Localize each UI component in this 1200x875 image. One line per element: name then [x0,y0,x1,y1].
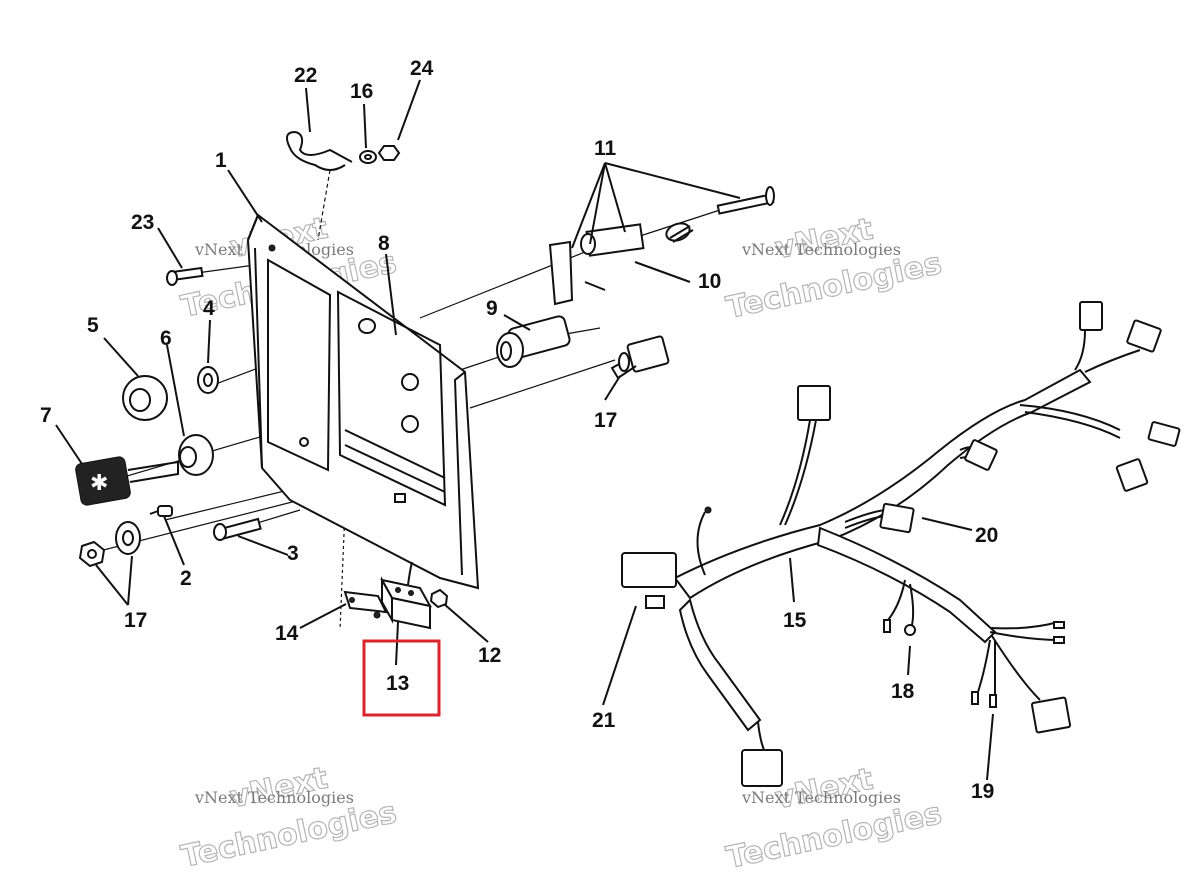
clip-part [285,130,353,171]
callout-20: 20 [975,524,998,547]
callout-6: 6 [160,327,172,350]
callout-3: 3 [287,542,299,565]
small-nut-part [429,588,449,609]
svg-text:Technologies: Technologies [178,795,399,875]
switch-nut-part-left [78,521,141,568]
callout-17-nut: 17 [124,609,147,632]
ignition-nut-part [178,434,214,476]
callout-15: 15 [783,609,807,632]
callout-13: 13 [386,672,409,695]
callouts: 1 2 3 4 5 6 7 8 9 10 11 12 13 14 15 16 1… [40,57,998,803]
solenoid-assembly [548,186,775,306]
callout-5: 5 [87,314,99,337]
key-part: ✱ [75,456,179,506]
callout-21: 21 [592,709,616,732]
watermark-small-bottom-left: vNext Technologies [194,788,354,807]
terminal-block-part [380,561,432,630]
callout-9: 9 [486,297,498,320]
lock-washer-part [197,366,219,394]
callout-12: 12 [478,644,501,667]
watermark-small-bottom-right: vNext Technologies [741,788,901,807]
toggle-switch-part [610,335,670,380]
callout-11: 11 [594,137,617,160]
washer-part [359,150,377,164]
callout-13-highlight-box [362,639,441,717]
callout-14: 14 [275,622,299,645]
callout-8: 8 [378,232,390,255]
watermark-bottom-left: vNext Technologies [178,760,400,875]
callout-18: 18 [891,680,915,703]
svg-text:Technologies: Technologies [723,796,944,875]
leader-lines [55,79,994,781]
callout-7: 7 [40,404,52,427]
terminal-plate-part [343,590,388,619]
svg-text:✱: ✱ [90,471,108,496]
callout-1: 1 [215,149,227,172]
watermark-small-top-right: vNext Technologies [741,240,901,259]
watermark-top-right: vNext Technologies [723,211,945,326]
panel-bracket [246,213,480,590]
screw-part [166,266,204,286]
callout-24: 24 [410,57,434,80]
callout-16: 16 [350,80,373,103]
bezel-nut-part [122,375,168,421]
callout-17-toggle: 17 [594,409,617,432]
nut-part [377,145,401,161]
bulb-part [149,505,173,517]
callout-10: 10 [698,270,721,293]
wire-harness [621,301,1181,787]
callout-19: 19 [971,780,994,803]
ignition-switch-part [496,315,571,368]
callout-2: 2 [180,567,192,590]
callout-23: 23 [131,211,154,234]
callout-4: 4 [203,297,215,320]
bolt-part [213,517,262,541]
callout-22: 22 [294,64,317,87]
